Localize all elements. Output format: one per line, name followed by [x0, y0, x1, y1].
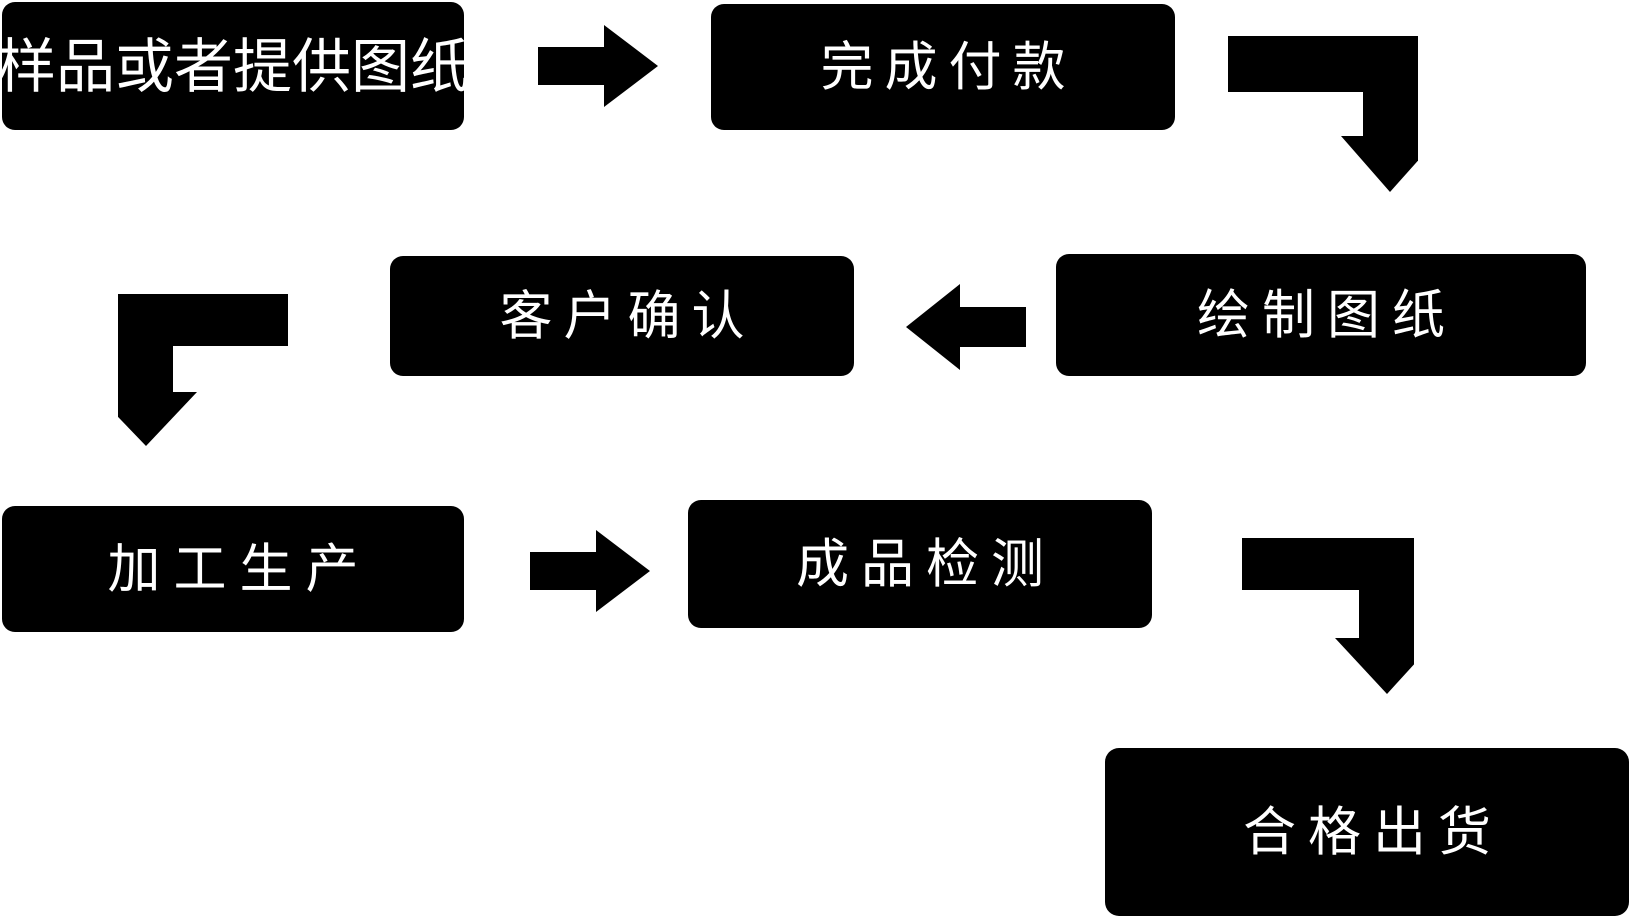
flow-node-processing-production[interactable]: 加工生产 — [2, 506, 464, 632]
flow-node-label: 样品或者提供图纸 — [0, 31, 470, 101]
flow-node-label: 合格出货 — [1243, 801, 1503, 863]
elbow-arrow-left-down-icon — [118, 294, 288, 446]
flow-node-label: 客户确认 — [499, 285, 756, 347]
arrow-right-icon — [530, 530, 650, 612]
arrow-right-icon — [538, 25, 658, 107]
flow-node-label: 成品检测 — [796, 533, 1056, 595]
arrow-left-icon — [906, 284, 1026, 370]
elbow-arrow-right-down-icon — [1242, 538, 1414, 694]
flow-node-product-inspection[interactable]: 成品检测 — [688, 500, 1152, 628]
elbow-arrow-right-down-icon — [1228, 36, 1418, 192]
flow-node-draw-drawing[interactable]: 绘制图纸 — [1056, 254, 1586, 376]
flow-node-customer-confirmation[interactable]: 客户确认 — [390, 256, 854, 376]
flow-node-sample-or-drawing[interactable]: 样品或者提供图纸 — [0, 2, 469, 130]
flow-node-complete-payment[interactable]: 完成付款 — [711, 4, 1175, 130]
flow-node-label: 绘制图纸 — [1197, 284, 1457, 346]
flow-node-label: 完成付款 — [820, 36, 1077, 98]
flow-node-label: 加工生产 — [107, 538, 372, 600]
flow-node-qualified-shipment[interactable]: 合格出货 — [1105, 748, 1629, 916]
